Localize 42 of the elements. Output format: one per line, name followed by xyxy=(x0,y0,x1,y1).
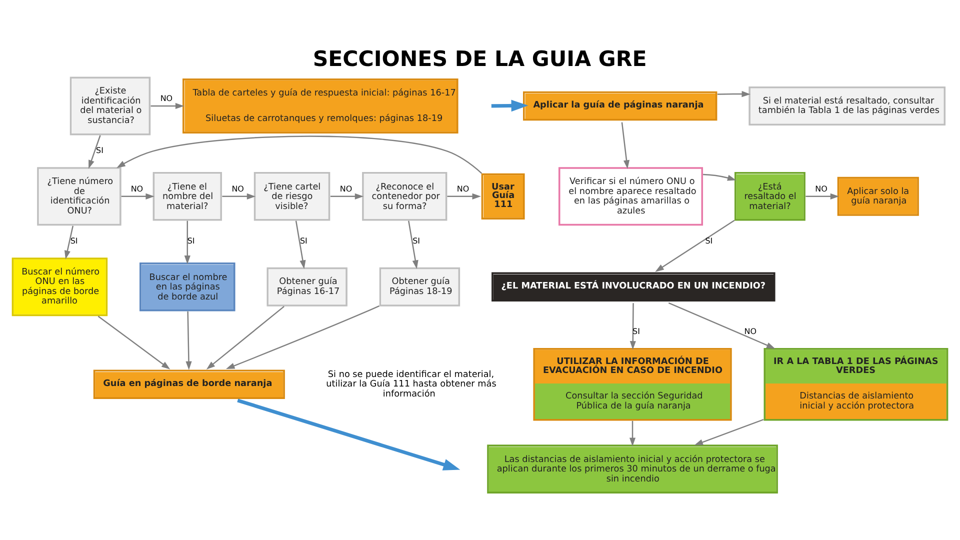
arrow xyxy=(88,135,101,169)
arrow xyxy=(206,306,284,370)
edge-label: SI xyxy=(187,236,195,246)
arrow xyxy=(703,174,736,181)
arrow xyxy=(226,305,380,370)
diagram-title: SECCIONES DE LA GUIA GRE xyxy=(312,47,647,72)
edge-label: NO xyxy=(340,184,352,194)
arrow xyxy=(668,302,776,349)
edge-label: NO xyxy=(744,327,756,336)
arrow xyxy=(621,122,630,169)
arrow xyxy=(447,193,481,200)
arrow xyxy=(116,136,482,174)
arrow xyxy=(237,398,460,470)
edge-label: NO xyxy=(815,184,828,194)
arrow xyxy=(694,419,764,446)
arrow xyxy=(98,316,170,370)
arrow xyxy=(184,220,190,264)
arrow xyxy=(630,303,636,350)
arrow xyxy=(330,193,364,200)
arrow xyxy=(150,102,184,109)
edge-label: SI xyxy=(70,236,78,246)
edge-label: SI xyxy=(300,236,308,246)
edge-label: NO xyxy=(130,184,144,194)
edge-label: SI xyxy=(705,236,713,246)
edge-label: SI xyxy=(96,146,104,156)
arrow xyxy=(629,420,636,446)
label: Si no se puede identificar el material, utilizar la Guía 111 hasta obtener más información xyxy=(326,370,496,400)
arrow xyxy=(717,91,750,98)
edge-label: SI xyxy=(632,327,640,336)
arrow xyxy=(64,226,74,260)
arrow xyxy=(222,193,256,200)
arrow xyxy=(121,193,154,200)
arrow xyxy=(806,193,840,200)
edge-label: NO xyxy=(160,94,173,103)
edge-label: NO xyxy=(232,184,244,194)
arrow xyxy=(491,100,528,112)
arrow xyxy=(295,220,306,269)
edge-label: NO xyxy=(456,184,470,194)
arrow xyxy=(186,311,192,370)
arrow xyxy=(408,220,418,269)
arrow xyxy=(655,220,735,272)
edge-label: SI xyxy=(412,236,420,246)
